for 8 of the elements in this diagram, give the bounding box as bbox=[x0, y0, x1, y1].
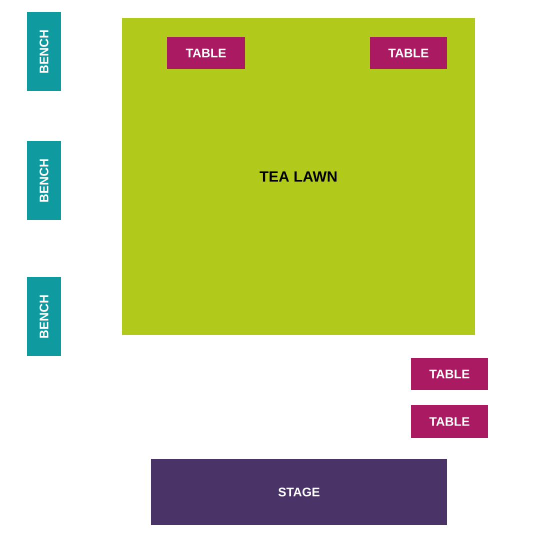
table-box: TABLE bbox=[167, 37, 245, 69]
table-box: TABLE bbox=[370, 37, 447, 69]
bench-box: BENCH bbox=[27, 12, 61, 91]
bench-box: BENCH bbox=[27, 141, 61, 220]
table-box: TABLE bbox=[411, 358, 488, 390]
table-box: TABLE bbox=[411, 405, 488, 438]
bench-box: BENCH bbox=[27, 277, 61, 356]
stage-box: STAGE bbox=[151, 459, 447, 525]
